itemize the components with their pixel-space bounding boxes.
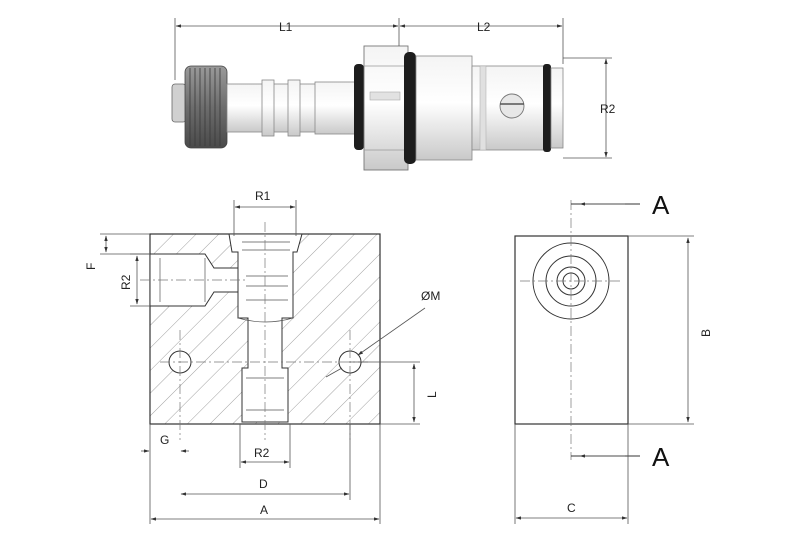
top-dimensions: [174, 18, 612, 159]
section-marker-a-top: A: [652, 190, 670, 220]
dim-r1: R1: [255, 189, 271, 203]
dim-r2-top: R2: [600, 102, 616, 116]
dim-g: G: [160, 433, 169, 447]
dim-l: L: [425, 391, 439, 398]
section-marker-a-bottom: A: [652, 442, 670, 472]
dim-diameter-m: ØM: [421, 289, 440, 303]
dim-c: C: [567, 501, 576, 515]
dim-l1: L1: [279, 20, 293, 34]
dim-l2: L2: [477, 20, 491, 34]
cartridge-valve-illustration: [171, 45, 564, 171]
section-dimensions: [100, 200, 426, 524]
dim-b: B: [699, 329, 713, 337]
side-view-dimensions: [514, 202, 694, 524]
dim-r2-bottom: R2: [254, 446, 270, 460]
section-view: [140, 222, 381, 440]
side-view: [514, 200, 629, 460]
dim-r2-side: R2: [119, 274, 133, 290]
dim-f: F: [84, 263, 98, 270]
dim-a: A: [260, 503, 268, 517]
dim-d: D: [259, 477, 268, 491]
